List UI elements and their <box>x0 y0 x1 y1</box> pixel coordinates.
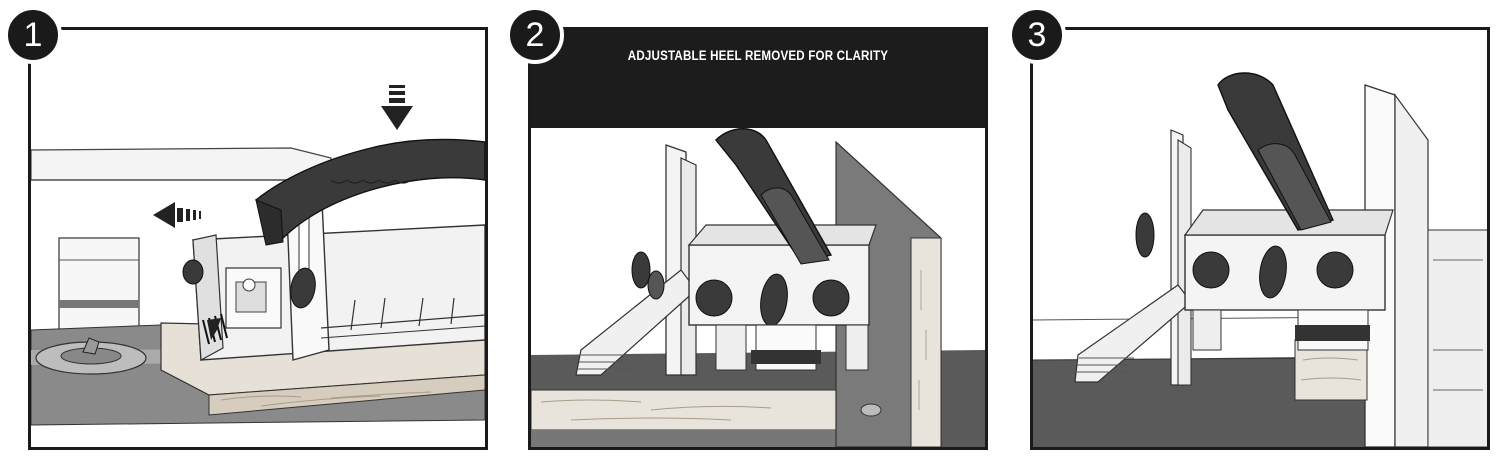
step-3-badge: 3 <box>1008 6 1066 64</box>
step-1-badge: 1 <box>4 6 62 64</box>
step-3-illustration <box>1033 72 1487 447</box>
step-2-badge: 2 <box>506 6 564 64</box>
step-2-panel: ADJUSTABLE HEEL REMOVED FOR CLARITY <box>528 27 988 450</box>
caption-banner: ADJUSTABLE HEEL REMOVED FOR CLARITY <box>531 30 985 128</box>
step-1-illustration <box>31 85 485 426</box>
step-1-panel <box>28 27 488 450</box>
arrow-down-icon <box>381 85 413 130</box>
caption-text: ADJUSTABLE HEEL REMOVED FOR CLARITY <box>627 48 889 63</box>
step-3-panel <box>1030 27 1490 450</box>
arrow-left-icon <box>153 202 201 228</box>
step-2-illustration <box>531 128 985 447</box>
